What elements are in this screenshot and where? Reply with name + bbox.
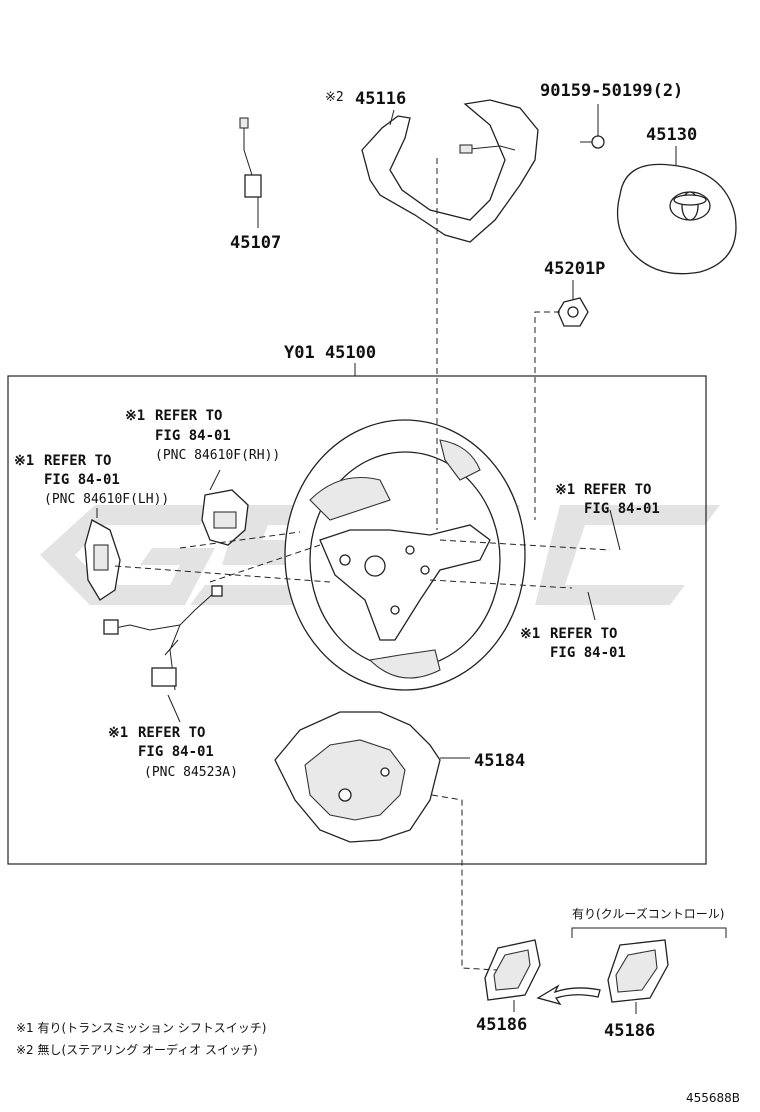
- ref-rh-line2: FIG 84-01: [155, 428, 231, 444]
- part-45116-cover: [361, 99, 539, 243]
- ref-lh-line3: (PNC 84610F(LH)): [44, 492, 169, 507]
- guide-lines: [114, 158, 611, 971]
- part-45130-airbag: [616, 163, 737, 275]
- part-45186-left-label: 45186: [476, 1015, 527, 1035]
- replacement-arrow: [536, 984, 601, 1006]
- ref-harness-mark: ※1: [108, 725, 128, 741]
- ref-right-top: ※1 REFER TO FIG 84-01: [555, 482, 660, 517]
- part-45107-wire: [239, 117, 262, 228]
- switch-rh: [201, 489, 249, 546]
- ref-lh-line2: FIG 84-01: [44, 472, 120, 488]
- ref-rh-line3: (PNC 84610F(RH)): [155, 448, 280, 463]
- ref-lh-line1: REFER TO: [44, 453, 111, 469]
- assembly-label: Y01 45100: [284, 343, 376, 363]
- cruise-control-label: 有り(クルーズコントロール): [572, 906, 724, 921]
- part-45184-rear-cover: [274, 711, 441, 843]
- part-45116-label: 45116: [355, 89, 406, 109]
- part-45201p-label: 45201P: [544, 259, 605, 279]
- part-45186-left: [484, 939, 541, 1001]
- assembly-box: [7, 375, 707, 865]
- ref-harness-line1: REFER TO: [138, 725, 205, 741]
- steering-wheel: [284, 419, 526, 691]
- part-45184-label: 45184: [474, 751, 525, 771]
- ref-right-top-line2: FIG 84-01: [584, 501, 660, 517]
- ref-right-top-line1: REFER TO: [584, 482, 651, 498]
- ref-lh-mark: ※1: [14, 453, 34, 469]
- figure-id: 455688B: [686, 1091, 740, 1105]
- ref-harness: ※1 REFER TO FIG 84-01 (PNC 84523A): [108, 725, 238, 780]
- ref-rh-mark: ※1: [125, 408, 145, 424]
- switch-lh: [84, 519, 121, 601]
- footnote-1: ※1 有り(トランスミッション シフトスイッチ): [16, 1021, 266, 1035]
- ref-right-bottom-line1: REFER TO: [550, 626, 617, 642]
- ref-harness-line2: FIG 84-01: [138, 744, 214, 760]
- ref-lh: ※1 REFER TO FIG 84-01 (PNC 84610F(LH)): [14, 453, 169, 507]
- part-45201p-nut: [557, 297, 589, 327]
- part-45130-label: 45130: [646, 125, 697, 145]
- ref-right-bottom-mark: ※1: [520, 626, 540, 642]
- part-45186-right-label: 45186: [604, 1021, 655, 1041]
- switch-harness: [103, 585, 223, 691]
- ref-right-bottom-line2: FIG 84-01: [550, 645, 626, 661]
- ref-right-bottom: ※1 REFER TO FIG 84-01: [520, 626, 626, 661]
- footnote-2: ※2 無し(ステアリング オーディオ スイッチ): [16, 1042, 258, 1057]
- bolt-90159-label: 90159-50199(2): [540, 81, 683, 101]
- ref-harness-line3: (PNC 84523A): [144, 765, 238, 780]
- leader-lines: [96, 104, 727, 1014]
- part-45107-label: 45107: [230, 233, 281, 253]
- ref-rh-line1: REFER TO: [155, 408, 222, 424]
- ref-rh: ※1 REFER TO FIG 84-01 (PNC 84610F(RH)): [125, 408, 280, 463]
- screw-90159: [580, 135, 605, 149]
- part-45116-mark: ※2: [325, 90, 344, 105]
- ref-right-top-mark: ※1: [555, 482, 575, 498]
- part-45186-right: [607, 939, 669, 1003]
